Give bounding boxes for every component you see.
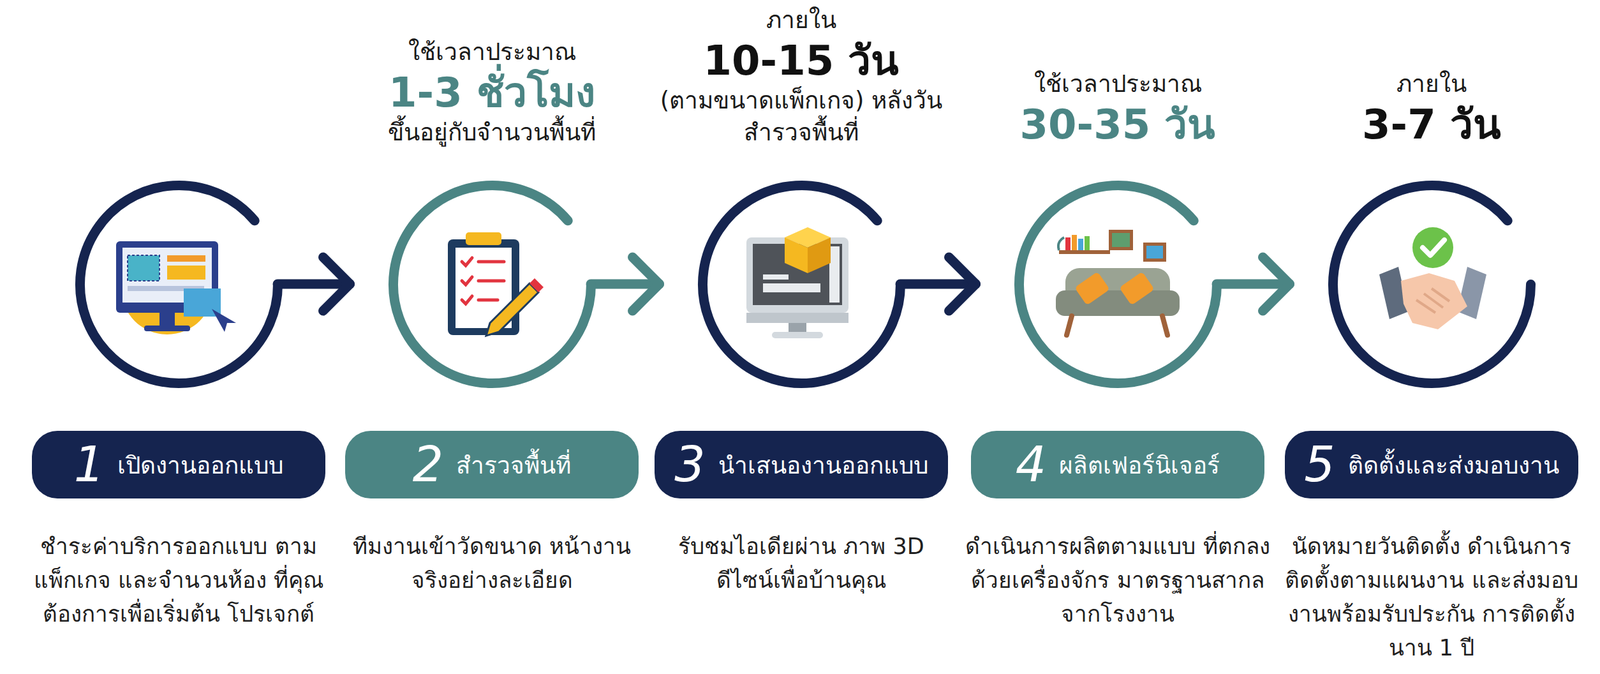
circle-outline xyxy=(1014,180,1222,388)
flow-arrow xyxy=(590,257,660,311)
step-title: นำเสนองานออกแบบ xyxy=(718,445,929,484)
circle-arc xyxy=(1332,185,1531,383)
step-description: รับชมไอเดียผ่าน ภาพ 3D ดีไซน์เพื่อบ้านคุ… xyxy=(648,529,955,598)
circle-outline xyxy=(697,180,906,388)
step-title: เปิดงานออกแบบ xyxy=(117,445,284,484)
sofa-furniture-icon xyxy=(1055,229,1180,335)
duration-value: 10-15 วัน xyxy=(635,36,968,85)
timing-block: ภายใน3-7 วัน xyxy=(1265,68,1598,149)
step-description: ชำระค่าบริการออกแบบ ตามแพ็กเกจ และจำนวนห… xyxy=(25,529,332,631)
duration-note: ภายใน xyxy=(1265,68,1598,101)
design-monitor-icon xyxy=(116,241,237,335)
circle-outline xyxy=(1328,180,1536,388)
3d-computer-icon xyxy=(746,227,849,339)
circle-outline xyxy=(388,180,596,388)
flow-arrow xyxy=(277,257,351,311)
duration-note: (ตามขนาดแพ็กเกจ) หลังวันสำรวจพื้นที่ xyxy=(635,84,968,149)
step-title: ผลิตเฟอร์นิเจอร์ xyxy=(1059,445,1220,484)
step-label-pill: 2 สำรวจพื้นที่ xyxy=(345,430,639,499)
circle-arc xyxy=(79,185,278,383)
step-circle: ภายใน10-15 วัน(ตามขนาดแพ็กเกจ) หลังวันสำ… xyxy=(697,180,906,388)
timing-block: ใช้เวลาประมาณ1-3 ชั่วโมงขึ้นอยู่กับจำนวน… xyxy=(325,36,658,149)
step-number: 3 xyxy=(674,435,705,494)
step-number: 2 xyxy=(412,435,444,494)
duration-value: 3-7 วัน xyxy=(1265,100,1598,149)
step-description: ทีมงานเข้าวัดขนาด หน้างานจริงอย่างละเอีย… xyxy=(338,529,645,598)
duration-note: ใช้เวลาประมาณ xyxy=(951,68,1284,101)
step-number: 4 xyxy=(1015,435,1047,494)
step-circle: ภายใน3-7 วัน5ติดตั้งและส่งมอบงานนัดหมายว… xyxy=(1328,180,1536,388)
circle-arc xyxy=(702,185,901,383)
duration-note: ใช้เวลาประมาณ xyxy=(325,36,658,69)
step-description: นัดหมายวันติดตั้ง ดำเนินการติดตั้งตามแผน… xyxy=(1278,529,1585,665)
step-label-pill: 4 ผลิตเฟอร์นิเจอร์ xyxy=(970,430,1265,499)
arrow-head xyxy=(949,257,977,311)
arrow-head xyxy=(323,257,351,311)
circle-arc xyxy=(392,185,591,383)
arrow-head xyxy=(632,257,660,311)
flow-arrow xyxy=(1216,257,1290,311)
flow-arrow xyxy=(900,257,977,311)
duration-value: 1-3 ชั่วโมง xyxy=(325,68,658,117)
timing-block: ภายใน10-15 วัน(ตามขนาดแพ็กเกจ) หลังวันสำ… xyxy=(635,4,968,149)
step-circle: ใช้เวลาประมาณ1-3 ชั่วโมงขึ้นอยู่กับจำนวน… xyxy=(388,180,596,388)
step-number: 1 xyxy=(74,435,105,494)
duration-note: ภายใน xyxy=(635,4,968,37)
duration-note: ขึ้นอยู่กับจำนวนพื้นที่ xyxy=(325,116,658,149)
step-description: ดำเนินการผลิตตามแบบ ที่ตกลงด้วยเครื่องจั… xyxy=(964,529,1271,631)
arrow-head xyxy=(1263,257,1290,311)
arrow-line xyxy=(900,279,977,289)
step-title: สำรวจพื้นที่ xyxy=(456,445,571,484)
step-title: ติดตั้งและส่งมอบงาน xyxy=(1348,445,1560,484)
arrow-line xyxy=(590,279,660,289)
circle-outline xyxy=(75,180,283,388)
duration-value: 30-35 วัน xyxy=(951,100,1284,149)
step-circle: ใช้เวลาประมาณ30-35 วัน4ผลิตเฟอร์นิเจอร์ด… xyxy=(1014,180,1222,388)
circle-arc xyxy=(1018,185,1217,383)
timing-block: ใช้เวลาประมาณ30-35 วัน xyxy=(951,68,1284,149)
step-label-pill: 1 เปิดงานออกแบบ xyxy=(31,430,326,499)
step-label-pill: 5 ติดตั้งและส่งมอบงาน xyxy=(1284,430,1579,499)
handshake-icon xyxy=(1379,227,1487,330)
step-label-pill: 3 นำเสนองานออกแบบ xyxy=(654,430,949,499)
step-number: 5 xyxy=(1303,435,1335,494)
arrow-line xyxy=(277,279,351,289)
arrow-line xyxy=(1216,279,1290,289)
checklist-clipboard-icon xyxy=(447,232,544,336)
step-circle: 1เปิดงานออกแบบชำระค่าบริการออกแบบ ตามแพ็… xyxy=(75,180,283,388)
